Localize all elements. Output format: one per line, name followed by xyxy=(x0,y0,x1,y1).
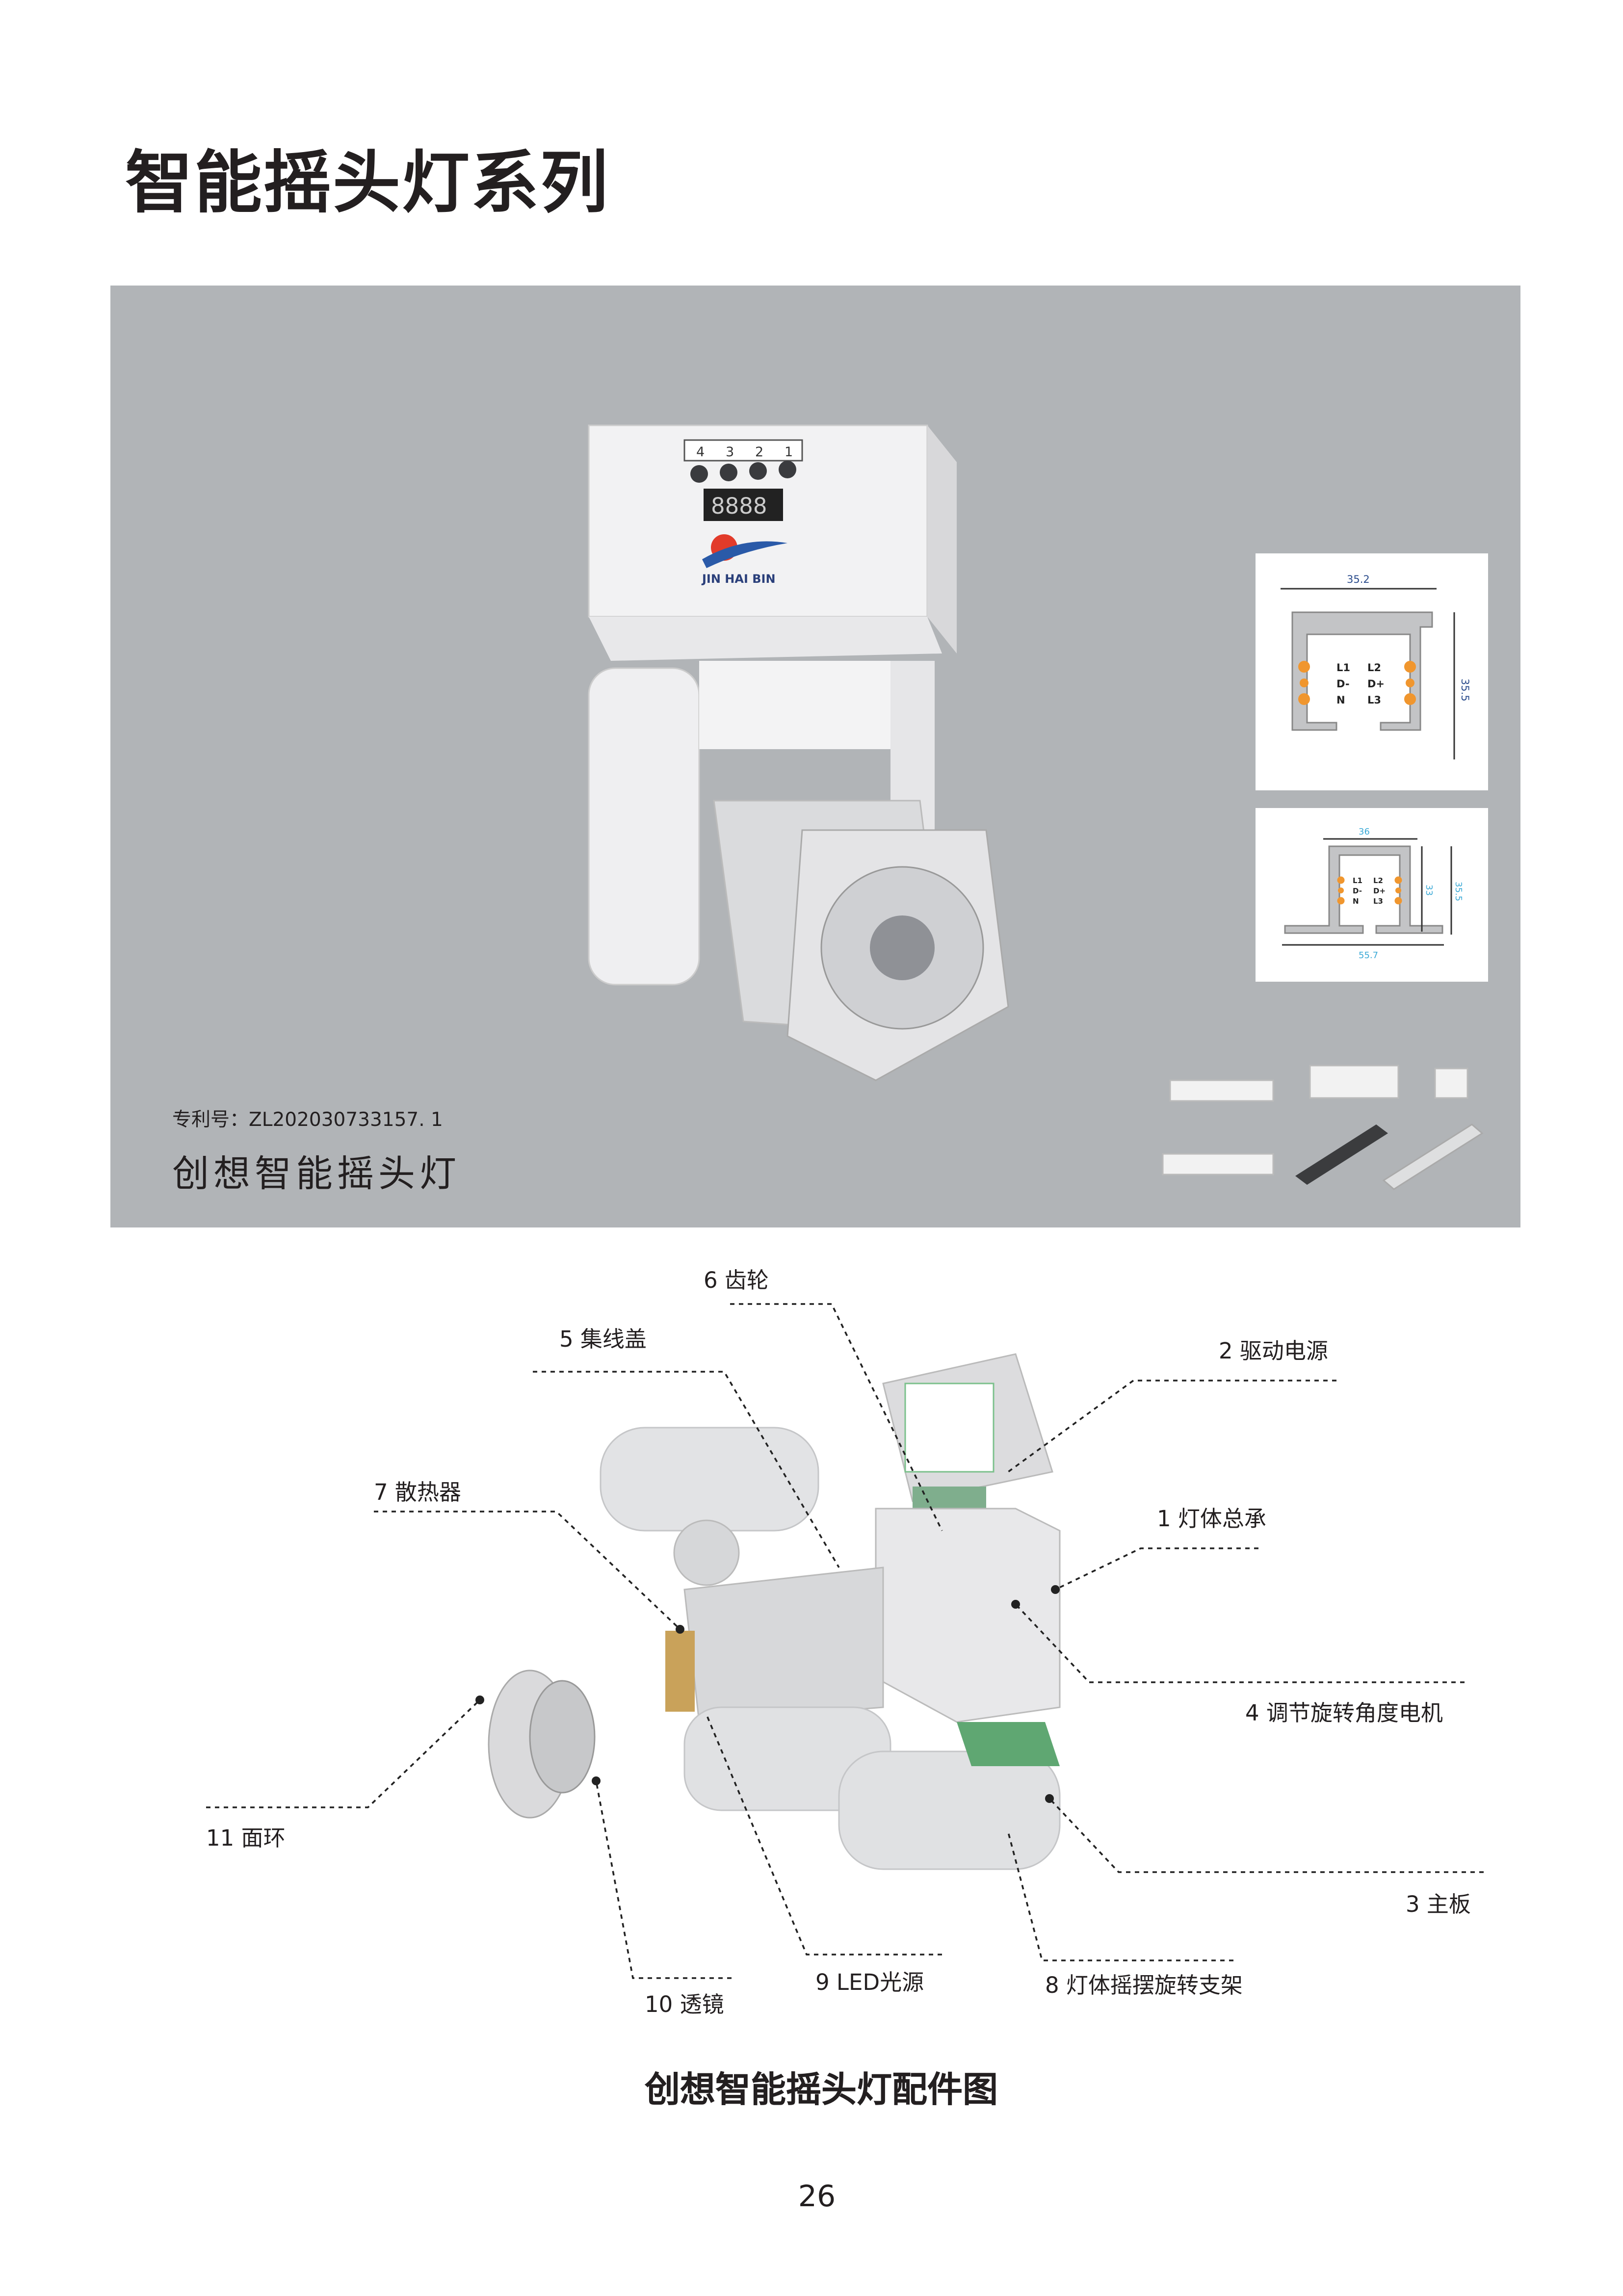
svg-text:2: 2 xyxy=(755,444,763,460)
track-body xyxy=(1291,611,1433,731)
white-track xyxy=(1382,1123,1484,1190)
bottom-width-dimension: 55.7 xyxy=(1359,950,1378,961)
svg-text:L3: L3 xyxy=(1373,897,1383,906)
lens-part xyxy=(529,1680,596,1794)
bracket-lower-part xyxy=(838,1750,1061,1870)
patent-number: 专利号：ZL202030733157. 1 xyxy=(172,1110,443,1132)
svg-text:4: 4 xyxy=(696,444,705,460)
top-width-dimension: 36 xyxy=(1359,827,1370,837)
label-lens: 10 透镜 xyxy=(645,1991,724,2018)
black-track xyxy=(1295,1124,1388,1185)
label-face-ring: 11 面环 xyxy=(206,1825,286,1852)
brand-text: JIN HAI BIN xyxy=(701,572,776,586)
led-lens xyxy=(870,915,935,980)
svg-text:L1: L1 xyxy=(1336,662,1350,674)
label-mainboard: 3 主板 xyxy=(1406,1891,1471,1918)
gear-part xyxy=(673,1519,740,1586)
diagram-caption: 创想智能摇头灯配件图 xyxy=(645,2069,998,2111)
svg-text:D-: D- xyxy=(1353,887,1362,895)
svg-text:L2: L2 xyxy=(1373,876,1383,885)
svg-text:D+: D+ xyxy=(1367,678,1385,690)
display-readout: 8888 xyxy=(711,493,767,519)
logo-swoosh xyxy=(702,541,787,568)
straight-connector xyxy=(1169,1079,1274,1102)
yoke-bridge xyxy=(699,661,920,749)
label-gear: 6 齿轮 xyxy=(704,1267,769,1294)
terminals xyxy=(1337,876,1402,905)
track-profile-diagram-1: 35.2 35.5 L1 D- N L2 D+ L3 xyxy=(1256,553,1488,790)
driver-box-side xyxy=(927,425,957,653)
junction-cover-part xyxy=(600,1427,819,1532)
yoke-arm xyxy=(588,667,700,986)
outer-height-dimension: 35.5 xyxy=(1453,882,1464,901)
terminal-labels: L1 D- N L2 D+ L3 xyxy=(1336,662,1385,706)
label-body-assembly: 1 灯体总承 xyxy=(1157,1506,1266,1532)
label-motor: 4 调节旋转角度电机 xyxy=(1245,1700,1443,1726)
page-number: 26 xyxy=(798,2178,836,2214)
led-source-part xyxy=(665,1631,695,1712)
inner-height-dimension: 33 xyxy=(1424,885,1434,896)
terminal-labels: L1 D- N L2 D+ L3 xyxy=(1353,876,1386,906)
track-body xyxy=(1284,845,1443,934)
label-junction-cover: 5 集线盖 xyxy=(559,1326,647,1353)
feed-connector xyxy=(1162,1153,1274,1175)
svg-text:D-: D- xyxy=(1336,678,1350,690)
control-buttons xyxy=(690,461,796,483)
label-led-source: 9 LED光源 xyxy=(815,1969,924,1996)
svg-text:1: 1 xyxy=(785,444,793,460)
product-photo: 1 2 3 4 8888 JIN HAI BIN xyxy=(588,424,1009,1081)
svg-text:L1: L1 xyxy=(1353,876,1362,885)
button-number-strip xyxy=(683,439,803,462)
accessories-photo xyxy=(1162,1065,1484,1190)
leader-dots xyxy=(475,1585,1060,1803)
label-heatsink: 7 散热器 xyxy=(374,1479,461,1506)
body-assembly-part xyxy=(875,1508,1061,1723)
height-dimension: 35.5 xyxy=(1459,678,1471,702)
end-cap xyxy=(1434,1068,1468,1099)
svg-text:3: 3 xyxy=(726,444,734,460)
leader-lines xyxy=(206,1303,1484,1979)
svg-text:N: N xyxy=(1353,897,1359,906)
mainboard-part xyxy=(957,1722,1060,1766)
led-display xyxy=(704,489,783,521)
product-name: 创想智能摇头灯 xyxy=(172,1152,461,1195)
terminals xyxy=(1298,661,1416,705)
exploded-diagram xyxy=(206,1303,1484,1979)
yoke-top xyxy=(589,617,942,661)
svg-text:N: N xyxy=(1336,694,1345,706)
driver-vent xyxy=(904,1383,995,1473)
svg-text:L3: L3 xyxy=(1367,694,1381,706)
track-adapter xyxy=(1309,1065,1399,1099)
svg-text:D+: D+ xyxy=(1373,887,1386,895)
label-driver: 2 驱动电源 xyxy=(1219,1338,1328,1364)
label-swing-bracket: 8 灯体摇摆旋转支架 xyxy=(1045,1972,1243,1999)
page-title: 智能摇头灯系列 xyxy=(125,143,609,222)
button-numbers: 1 2 3 4 xyxy=(696,444,793,460)
heatsink-part xyxy=(683,1566,884,1723)
width-dimension: 35.2 xyxy=(1347,574,1370,585)
exploded-parts xyxy=(488,1353,1061,1870)
svg-text:L2: L2 xyxy=(1367,662,1381,674)
track-profile-diagram-2: 36 L1 D- N L2 D+ L3 33 35.5 55.7 xyxy=(1256,808,1488,982)
